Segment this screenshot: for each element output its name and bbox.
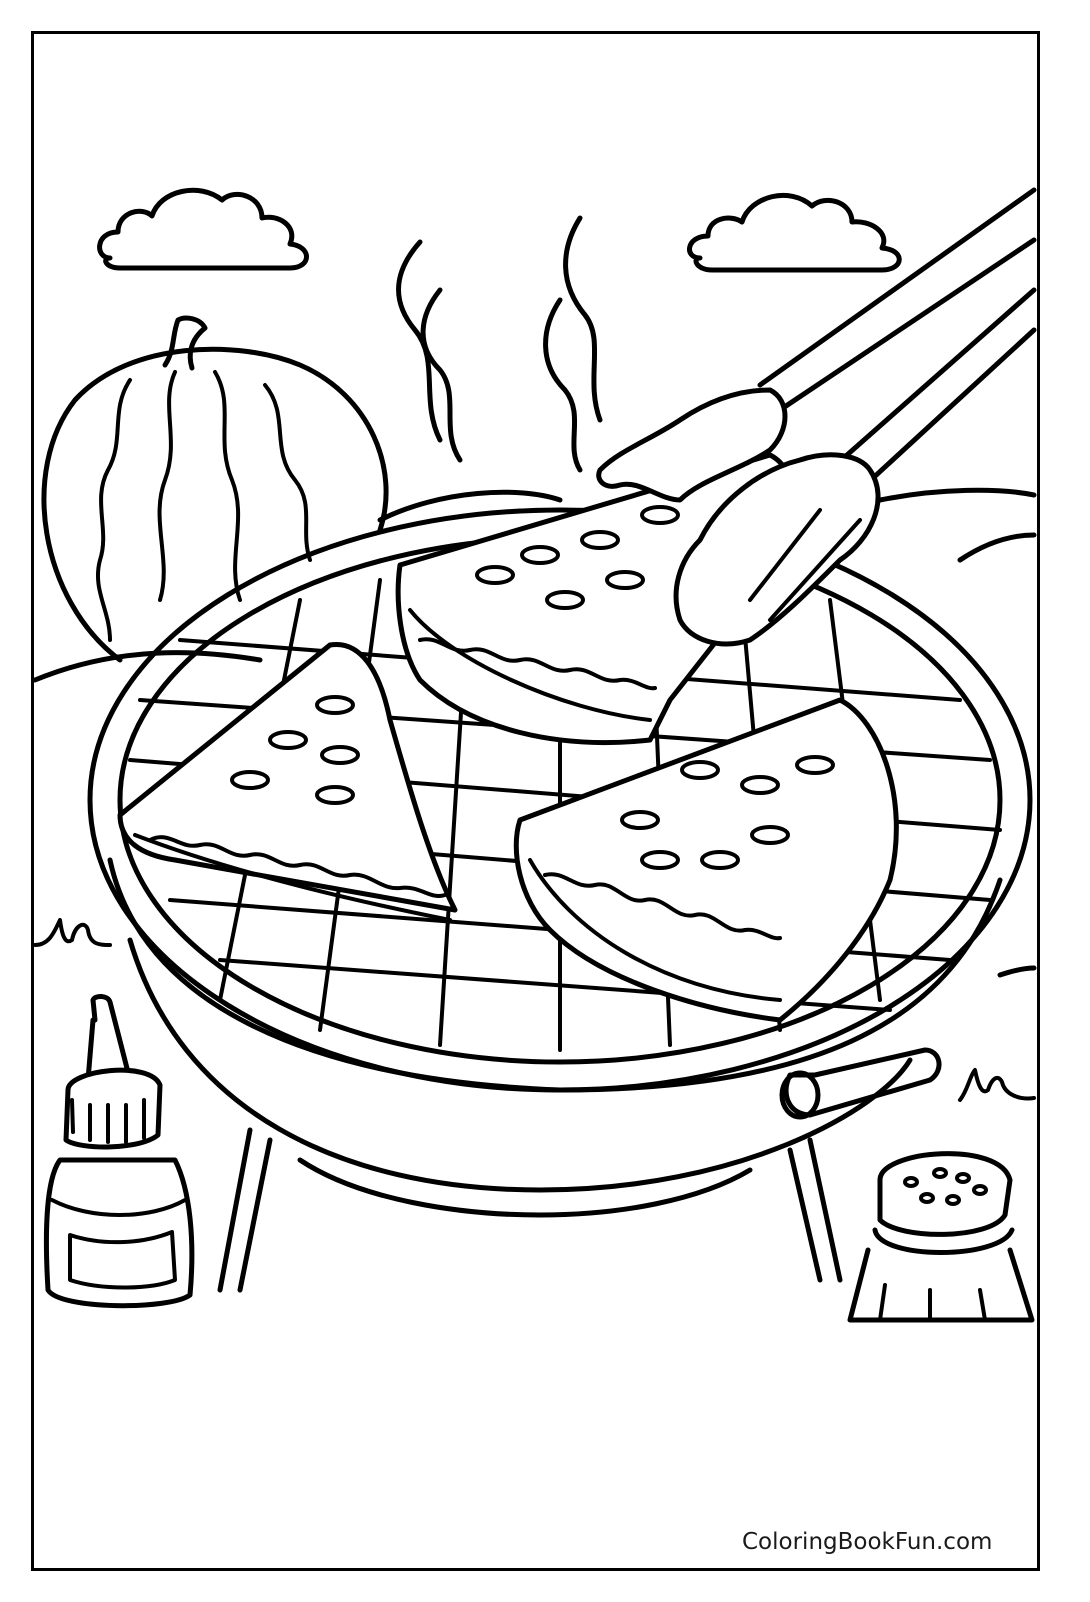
- whole-watermelon-icon: [41, 315, 389, 663]
- watermark: ColoringBookFun.com: [742, 1529, 993, 1555]
- grass-icon: [33, 918, 1036, 1102]
- salt-shaker-icon: [847, 1151, 1035, 1323]
- cloud-right-icon: [687, 193, 902, 273]
- page-border: [31, 31, 1040, 1571]
- sauce-bottle-icon: [43, 994, 195, 1309]
- cloud-left-icon: [97, 187, 309, 271]
- watermelon-slice-left-icon: [117, 641, 458, 922]
- watermelon-slice-right-icon: [513, 697, 899, 1023]
- steam-icon: [396, 215, 603, 473]
- tongs-icon: [596, 187, 1037, 647]
